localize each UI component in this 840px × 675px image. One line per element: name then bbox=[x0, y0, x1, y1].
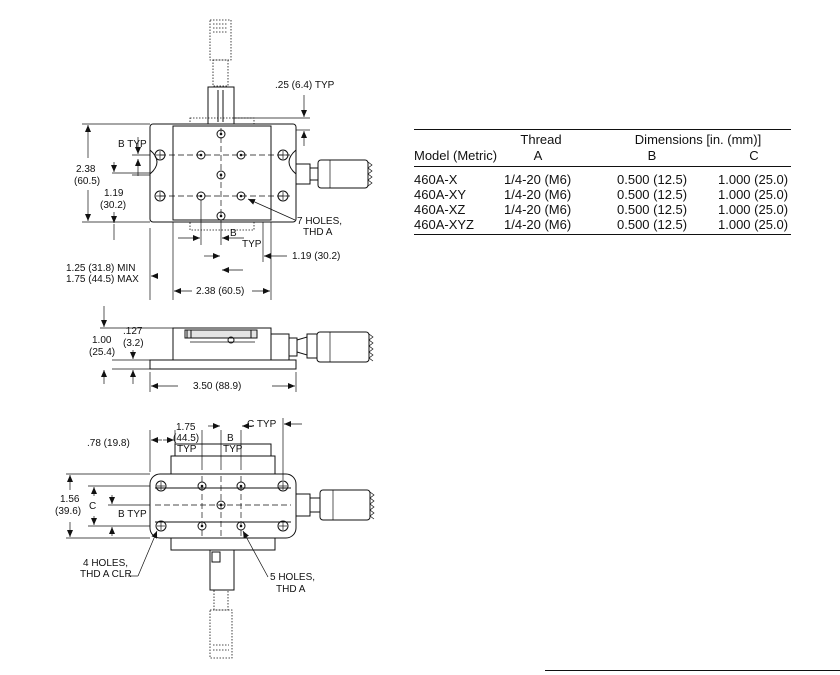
specifications-table: Thread Dimensions [in. (mm)] Model (Metr… bbox=[414, 129, 791, 235]
header-a: A bbox=[533, 148, 543, 163]
dim-slot-label: .25 (6.4) TYP bbox=[275, 80, 335, 91]
cell-model: 460A-XY bbox=[414, 187, 467, 202]
clearance-hole bbox=[154, 190, 166, 202]
threaded-holes bbox=[196, 129, 246, 221]
dim-height-inner-label: 1.19 bbox=[104, 188, 124, 199]
dim-b-typ-base: TYP bbox=[223, 444, 243, 455]
micrometer-right-base bbox=[295, 489, 375, 521]
page-divider bbox=[545, 670, 840, 671]
note-holes: 7 HOLES, bbox=[297, 216, 342, 227]
header-model: Model (Metric) bbox=[414, 148, 498, 163]
threaded-holes bbox=[197, 481, 246, 531]
header-thread: Thread bbox=[520, 132, 562, 147]
cell-thread: 1/4-20 (M6) bbox=[504, 202, 572, 217]
cell-b: 0.500 (12.5) bbox=[617, 172, 688, 187]
table-row: 460A-XYZ 1/4-20 (M6) 0.500 (12.5) 1.000 … bbox=[414, 217, 791, 232]
cell-c: 1.000 (25.0) bbox=[718, 172, 789, 187]
dim-travel-max: 1.75 (44.5) MAX bbox=[66, 274, 139, 285]
table-header-top: Thread Dimensions [in. (mm)] bbox=[414, 132, 791, 148]
cell-thread: 1/4-20 (M6) bbox=[504, 217, 572, 232]
base-view: .78 (19.8) 1.75 (44.5) TYP B TYP C TYP 1… bbox=[55, 418, 375, 659]
note-base-holes: 5 HOLES, bbox=[270, 572, 315, 583]
cell-c: 1.000 (25.0) bbox=[718, 187, 789, 202]
cell-b: 0.500 (12.5) bbox=[617, 217, 688, 232]
dim-thickness-mm: (3.2) bbox=[123, 338, 144, 349]
dim-width-label: 2.38 (60.5) bbox=[196, 286, 244, 297]
table-row: 460A-X 1/4-20 (M6) 0.500 (12.5) 1.000 (2… bbox=[414, 172, 791, 187]
micrometer-top bbox=[209, 19, 232, 87]
note-clr-holes: 4 HOLES, bbox=[83, 558, 128, 569]
table-row: 460A-XZ 1/4-20 (M6) 0.500 (12.5) 1.000 (… bbox=[414, 202, 791, 217]
dim-spacing-mm: (44.5) bbox=[173, 433, 199, 444]
cell-thread: 1/4-20 (M6) bbox=[504, 172, 572, 187]
dim-b-label-base: B bbox=[227, 433, 234, 444]
dim-height-mm-base: (39.6) bbox=[55, 506, 81, 517]
dim-height-label: 1.00 bbox=[92, 335, 112, 346]
base-plate bbox=[149, 359, 297, 370]
dim-b-typ-lower: TYP bbox=[242, 239, 262, 250]
clearance-hole bbox=[277, 149, 289, 161]
dim-c-typ-label: C TYP bbox=[247, 419, 277, 430]
clearance-hole bbox=[277, 190, 289, 202]
cell-model: 460A-X bbox=[414, 172, 458, 187]
dim-height-label-base: 1.56 bbox=[60, 494, 80, 505]
note-thread: THD A bbox=[303, 227, 333, 238]
cell-model: 460A-XZ bbox=[414, 202, 466, 217]
stage-body-base bbox=[149, 473, 297, 539]
clearance-hole bbox=[155, 480, 167, 492]
dim-height-inner-mm: (30.2) bbox=[100, 200, 126, 211]
dim-spacing-label: 1.75 bbox=[176, 422, 196, 433]
dim-c-label: C bbox=[89, 501, 96, 512]
clearance-hole bbox=[155, 520, 167, 532]
dim-thickness-label: .127 bbox=[123, 326, 143, 337]
dim-b-label: B bbox=[230, 228, 237, 239]
cell-thread: 1/4-20 (M6) bbox=[504, 187, 572, 202]
cell-b: 0.500 (12.5) bbox=[617, 187, 688, 202]
cell-model: 460A-XYZ bbox=[414, 217, 474, 232]
header-b: B bbox=[647, 148, 657, 163]
dim-height-mm: (25.4) bbox=[89, 347, 115, 358]
micrometer-bottom bbox=[209, 549, 235, 659]
dim-edge-label: .78 (19.8) bbox=[87, 438, 130, 449]
cell-c: 1.000 (25.0) bbox=[718, 217, 789, 232]
dim-height-outer-mm: (60.5) bbox=[74, 176, 100, 187]
cell-b: 0.500 (12.5) bbox=[617, 202, 688, 217]
clearance-hole bbox=[277, 520, 289, 532]
dim-height-outer-label: 2.38 bbox=[76, 164, 96, 175]
note-clr-thread: THD A CLR bbox=[80, 569, 132, 580]
dim-b-typ-side: B TYP bbox=[118, 509, 147, 520]
header-c: C bbox=[749, 148, 759, 163]
clearance-hole bbox=[277, 480, 289, 492]
cell-c: 1.000 (25.0) bbox=[718, 202, 789, 217]
header-dimensions: Dimensions [in. (mm)] bbox=[634, 132, 762, 147]
dim-offset-label: 1.19 (30.2) bbox=[292, 251, 340, 262]
note-base-thread: THD A bbox=[276, 584, 306, 595]
side-view: .127 (3.2) 1.00 (25.4) 3.50 (88.9) bbox=[89, 306, 374, 392]
top-view: .25 (6.4) TYP B TYP 2.38 (60.5) 1.19 (30… bbox=[66, 19, 373, 300]
clearance-hole bbox=[154, 149, 166, 161]
table-row: 460A-XY 1/4-20 (M6) 0.500 (12.5) 1.000 (… bbox=[414, 187, 791, 202]
dim-length-label: 3.50 (88.9) bbox=[193, 381, 241, 392]
dim-travel-min: 1.25 (31.8) MIN bbox=[66, 263, 135, 274]
table-header-bottom: Model (Metric) A B C bbox=[414, 148, 791, 164]
micrometer-right bbox=[295, 159, 373, 189]
dim-spacing-typ: TYP bbox=[177, 444, 197, 455]
dim-b-typ-label: B TYP bbox=[118, 139, 147, 150]
